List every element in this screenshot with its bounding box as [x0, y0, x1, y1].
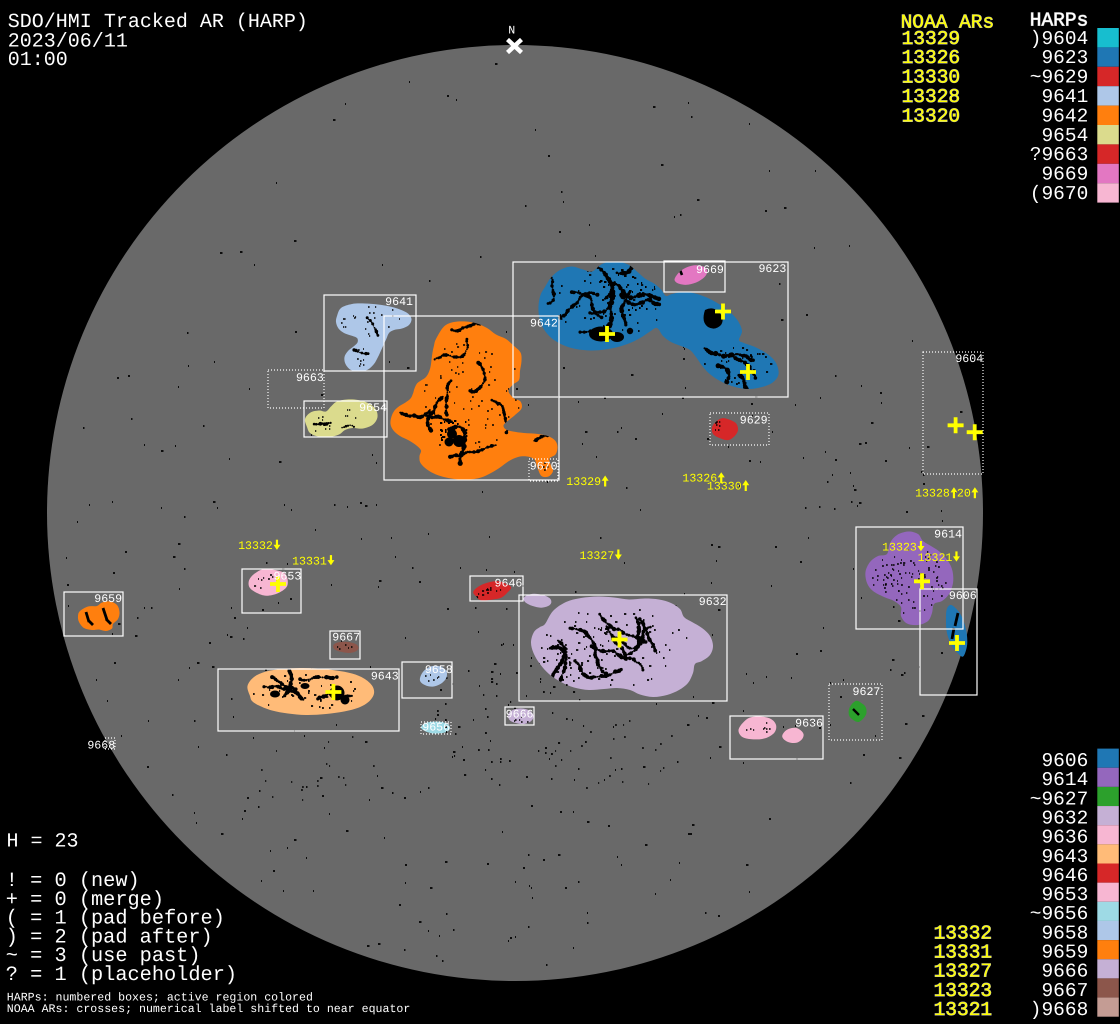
svg-text:13329: 13329 [902, 28, 961, 50]
svg-text:9666: 9666 [1041, 961, 1088, 983]
svg-text:13332: 13332 [238, 540, 273, 553]
svg-text:9670: 9670 [530, 461, 558, 474]
svg-text:SDO/HMI Tracked AR (HARP): SDO/HMI Tracked AR (HARP) [8, 11, 308, 34]
svg-text:9636: 9636 [1041, 827, 1088, 849]
svg-text:N: N [508, 25, 515, 38]
svg-text:H = 23: H = 23 [7, 831, 79, 854]
svg-text:NOAA ARs: NOAA ARs [901, 11, 995, 33]
svg-text:9641: 9641 [385, 296, 413, 309]
svg-text:~ = 3 (use past): ~ = 3 (use past) [6, 945, 201, 968]
svg-text:9659: 9659 [1041, 942, 1088, 964]
svg-text:9606: 9606 [949, 590, 977, 603]
svg-text:9663: 9663 [296, 372, 324, 385]
svg-text:9653: 9653 [273, 571, 301, 584]
svg-text:9668: 9668 [87, 740, 115, 753]
svg-text:9667: 9667 [1041, 980, 1088, 1002]
svg-text:? = 1 (placeholder): ? = 1 (placeholder) [6, 964, 237, 987]
svg-text:9654: 9654 [359, 402, 387, 415]
svg-text:9643: 9643 [371, 670, 399, 683]
svg-text:13326: 13326 [902, 47, 961, 69]
svg-text:9656: 9656 [422, 722, 450, 735]
svg-text:! = 0 (new): ! = 0 (new) [6, 870, 140, 893]
svg-text:NOAA ARs: crosses; numerical l: NOAA ARs: crosses; numerical label shift… [7, 1003, 411, 1016]
svg-text:9666: 9666 [506, 708, 534, 721]
svg-text:13328: 13328 [902, 86, 961, 108]
svg-text:9604: 9604 [955, 353, 983, 366]
svg-text:9606: 9606 [1041, 750, 1088, 772]
svg-text:01:00: 01:00 [8, 49, 68, 72]
svg-text:9632: 9632 [699, 596, 727, 609]
svg-text:13329: 13329 [566, 476, 601, 489]
svg-text:)9668: )9668 [1030, 999, 1089, 1021]
svg-text:9669: 9669 [696, 264, 724, 277]
svg-text:9614: 9614 [1041, 769, 1088, 791]
svg-text:9632: 9632 [1041, 807, 1088, 829]
svg-text:13327: 13327 [934, 961, 993, 983]
svg-text:9646: 9646 [1041, 865, 1088, 887]
svg-text:13331: 13331 [292, 556, 327, 569]
svg-text:13330: 13330 [707, 480, 742, 493]
svg-text:9659: 9659 [94, 593, 122, 606]
svg-text:13321: 13321 [934, 999, 993, 1021]
svg-text:13323: 13323 [882, 541, 917, 554]
svg-text:13321: 13321 [918, 552, 953, 565]
svg-text:~9629: ~9629 [1030, 67, 1089, 89]
svg-text:9654: 9654 [1041, 125, 1088, 147]
svg-text:9636: 9636 [795, 717, 823, 730]
svg-text:~9656: ~9656 [1030, 903, 1089, 925]
svg-text:13328: 13328 [915, 488, 950, 501]
svg-text:9658: 9658 [425, 664, 453, 677]
svg-text:9614: 9614 [934, 529, 962, 542]
svg-text:9623: 9623 [758, 263, 786, 276]
svg-text:9623: 9623 [1041, 47, 1088, 69]
svg-text:9642: 9642 [530, 318, 558, 331]
svg-text:9629: 9629 [740, 415, 768, 428]
svg-text:9627: 9627 [853, 686, 881, 699]
svg-text:9653: 9653 [1041, 884, 1088, 906]
svg-text:HARPs: numbered boxes; active: HARPs: numbered boxes; active region col… [7, 992, 313, 1005]
svg-text:9641: 9641 [1041, 86, 1088, 108]
svg-text:( = 1 (pad before): ( = 1 (pad before) [6, 908, 225, 931]
svg-text:HARPs: HARPs [1030, 10, 1089, 32]
svg-text:13327: 13327 [580, 550, 615, 563]
svg-text:13323: 13323 [934, 980, 993, 1002]
svg-text:9669: 9669 [1041, 164, 1088, 186]
svg-text:13332: 13332 [934, 922, 993, 944]
svg-text:9658: 9658 [1041, 922, 1088, 944]
svg-text:20: 20 [957, 488, 971, 501]
svg-text:13320: 13320 [902, 105, 961, 127]
svg-text:2023/06/11: 2023/06/11 [8, 30, 128, 53]
svg-text:) = 2 (pad after): ) = 2 (pad after) [6, 926, 213, 949]
svg-text:(9670: (9670 [1030, 183, 1089, 205]
svg-text:+ = 0 (merge): + = 0 (merge) [6, 889, 164, 912]
svg-text:9642: 9642 [1041, 105, 1088, 127]
svg-text:)9604: )9604 [1030, 28, 1089, 50]
svg-text:9646: 9646 [495, 578, 523, 591]
svg-text:13331: 13331 [934, 942, 993, 964]
svg-text:13330: 13330 [902, 67, 961, 89]
svg-text:13326: 13326 [682, 473, 717, 486]
svg-text:~9627: ~9627 [1030, 788, 1089, 810]
svg-text:9667: 9667 [332, 632, 360, 645]
svg-text:9643: 9643 [1041, 846, 1088, 868]
svg-text:?9663: ?9663 [1030, 144, 1089, 166]
